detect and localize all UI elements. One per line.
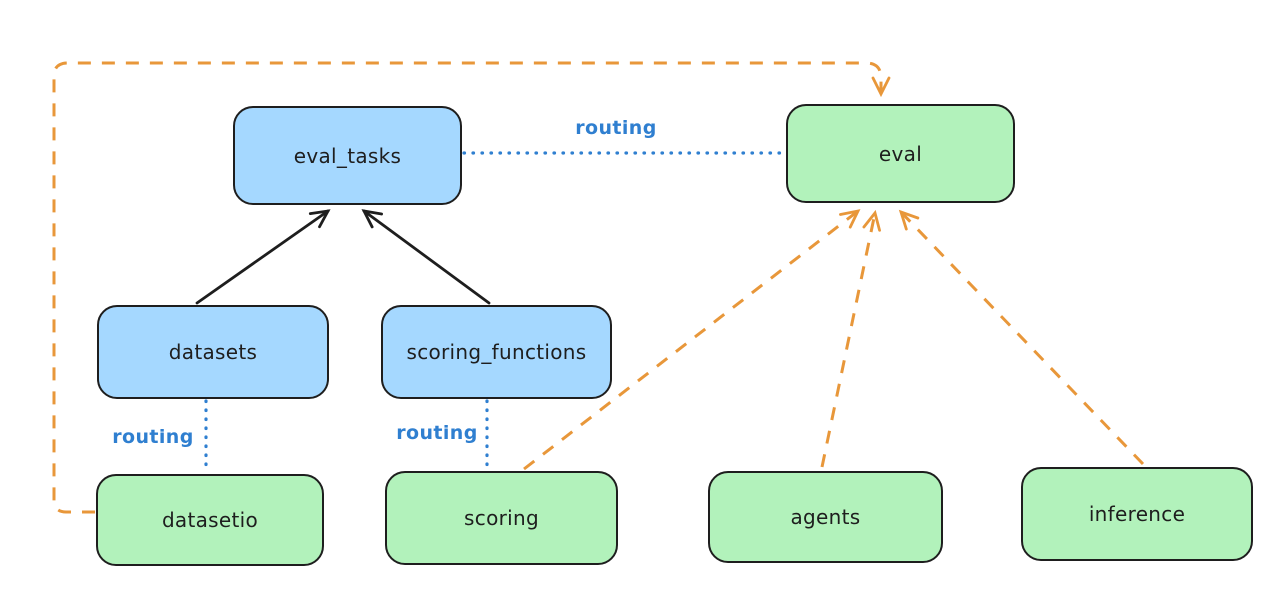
edge-label-routing-scoring-functions-scoring: routing: [396, 422, 478, 444]
edge-scoring-functions-to-eval-tasks: [361, 209, 491, 305]
edge-datasets-to-eval-tasks: [195, 209, 331, 305]
node-datasetio: datasetio: [96, 474, 324, 566]
edge-inference-to-eval: [898, 209, 1145, 466]
node-datasets: datasets: [97, 305, 329, 399]
node-scoring-functions-label: scoring_functions: [406, 340, 587, 364]
node-eval-label: eval: [878, 141, 923, 166]
node-eval: eval: [786, 104, 1015, 203]
node-eval-tasks: eval_tasks: [233, 106, 462, 205]
edge-datasetio-to-eval: [52, 61, 891, 514]
node-inference: inference: [1021, 467, 1253, 561]
node-eval-tasks-label: eval_tasks: [293, 143, 402, 168]
node-datasetio-label: datasetio: [161, 508, 259, 532]
edge-agents-to-eval: [820, 209, 881, 468]
node-agents: agents: [708, 471, 943, 563]
node-datasets-label: datasets: [168, 340, 258, 364]
edge-label-routing-datasets-datasetio: routing: [112, 426, 194, 448]
node-inference-label: inference: [1088, 502, 1186, 526]
node-scoring: scoring: [385, 471, 618, 565]
node-scoring-label: scoring: [464, 506, 539, 530]
node-agents-label: agents: [790, 505, 861, 529]
edge-label-routing-eval-tasks-eval: routing: [575, 117, 657, 139]
node-scoring-functions: scoring_functions: [381, 305, 612, 399]
